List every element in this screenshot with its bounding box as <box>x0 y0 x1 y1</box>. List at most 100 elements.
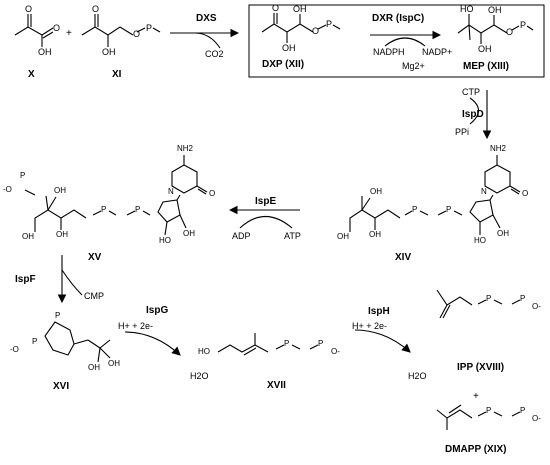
atom-xiv-o: O <box>522 189 529 198</box>
structure-x <box>14 14 54 47</box>
cofactor-cmp: CMP <box>84 291 104 301</box>
atom-xv-nh2: NH2 <box>177 144 194 153</box>
structure-xviii <box>436 289 521 319</box>
enzyme-ispf: IspF <box>15 274 36 285</box>
atom-xvii-ho: HO <box>198 347 210 356</box>
label-x: X <box>28 69 35 80</box>
atom-xiv-n: N <box>481 187 487 196</box>
atom-xix-ominus: O- <box>532 414 541 423</box>
atom-xvi-p1: P <box>55 311 61 320</box>
structure-xii <box>261 13 341 43</box>
atom-xv-p: P <box>20 171 26 180</box>
label-xii: DXP (XII) <box>262 59 305 70</box>
atom-xi-oh: OH <box>102 47 116 57</box>
structure-xvi <box>44 321 111 363</box>
atom-xv-o: O <box>209 189 216 198</box>
atom-xv-n: N <box>168 187 174 196</box>
atom-xv-oh4: OH <box>183 229 195 238</box>
arrow-isph <box>354 329 411 353</box>
enzyme-dxs: DXS <box>196 13 217 24</box>
atom-xvi-ominus: -O <box>10 345 19 354</box>
atom-xiii-p: P <box>520 20 527 30</box>
atom-x-o: O <box>25 4 33 14</box>
cofactor-hplus-h: H+ + 2e- <box>352 321 388 331</box>
cofactor-hplus-g: H+ + 2e- <box>118 321 154 331</box>
atom-xii-p: P <box>326 19 333 29</box>
arrow-ispe-atp <box>239 215 293 229</box>
enzyme-ispd: IspD <box>462 109 484 120</box>
atom-xvi-p2: P <box>32 337 38 346</box>
cofactor-h2o-h: H2O <box>408 371 427 381</box>
cofactor-ctp: CTP <box>462 87 480 97</box>
atom-xi-o: O <box>92 4 100 14</box>
atom-xviii-ominus: O- <box>532 302 541 311</box>
atom-xi-p: P <box>146 23 153 33</box>
structure-xi <box>81 14 161 47</box>
atom-xviii-p1: P <box>486 294 492 303</box>
atom-xiv-ho: HO <box>474 236 486 245</box>
atom-xiv-oh1: OH <box>337 232 349 241</box>
structure-xv <box>24 155 208 236</box>
atom-xv-oh1: OH <box>22 232 34 241</box>
label-xix: DMAPP (XIX) <box>445 444 507 455</box>
label-xvii: XVII <box>267 380 286 391</box>
atom-xiv-nh2: NH2 <box>490 144 507 153</box>
atom-xiii-o-bridge: O <box>506 27 514 37</box>
enzyme-dxr: DXR (IspC) <box>372 13 425 24</box>
plus-products: + <box>473 391 479 402</box>
atom-xiii-oh: OH <box>488 5 502 15</box>
atom-xii-oh2: OH <box>282 43 296 53</box>
arrow-dxs-co2 <box>194 32 221 49</box>
label-xv: XV <box>88 252 102 263</box>
plus-top: + <box>66 28 72 39</box>
structure-xiii <box>457 14 534 44</box>
atom-xix-p2: P <box>520 406 526 415</box>
cofactor-ppi: PPi <box>455 127 470 137</box>
atom-xii-oh: OH <box>293 4 307 14</box>
atom-x-o2: O <box>53 23 61 33</box>
atom-xiv-oh4: OH <box>497 229 509 238</box>
atom-xv-ho: HO <box>159 236 171 245</box>
atom-xiv-oh2: OH <box>370 187 382 196</box>
arrow-ispd-ctp <box>469 97 480 125</box>
label-xi: XI <box>112 69 122 80</box>
atom-xvi-oh2: OH <box>108 359 120 368</box>
label-xiv: XIV <box>395 252 412 263</box>
cofactor-h2o-g: H2O <box>190 371 209 381</box>
cofactor-nadph: NADPH <box>373 47 405 57</box>
atom-xi-o-bridge: O <box>133 29 141 39</box>
atom-xiv-p1: P <box>412 205 418 214</box>
atom-xiii-oh2: OH <box>478 44 492 54</box>
cofactor-mg: Mg2+ <box>402 61 425 71</box>
atom-xvi-oh1: OH <box>88 363 100 372</box>
dxr-step-box <box>248 4 545 78</box>
label-xvi: XVI <box>53 381 70 392</box>
arrow-ispf-cmp <box>61 269 83 296</box>
atom-xv-ominus: -O <box>3 185 12 194</box>
label-xviii: IPP (XVIII) <box>457 362 505 373</box>
structure-xiv <box>349 155 521 235</box>
atom-x-oh: OH <box>38 47 52 57</box>
atom-xviii-p2: P <box>520 294 526 303</box>
atom-xvii-ominus: O- <box>331 347 340 356</box>
atom-xv-oh3: OH <box>56 230 68 239</box>
structure-xix <box>436 404 521 430</box>
structure-xvii <box>217 333 319 356</box>
atom-xiv-oh3: OH <box>369 230 381 239</box>
enzyme-ispg: IspG <box>146 305 169 316</box>
atom-xiii-ho: HO <box>460 4 474 14</box>
atom-xix-p1: P <box>486 406 492 415</box>
cofactor-adp: ADP <box>232 231 251 241</box>
atom-xv-p1: P <box>101 205 107 214</box>
cofactor-co2: CO2 <box>205 49 224 59</box>
atom-xv-p2: P <box>135 205 141 214</box>
cofactor-nadp: NADP+ <box>422 47 453 57</box>
enzyme-isph: IspH <box>368 306 390 317</box>
cofactor-atp: ATP <box>284 231 301 241</box>
atom-xii-o-bridge: O <box>312 26 320 36</box>
arrow-dxr-nadph <box>384 37 426 47</box>
arrow-ispg <box>124 331 181 356</box>
atom-xvii-p2: P <box>318 339 324 348</box>
